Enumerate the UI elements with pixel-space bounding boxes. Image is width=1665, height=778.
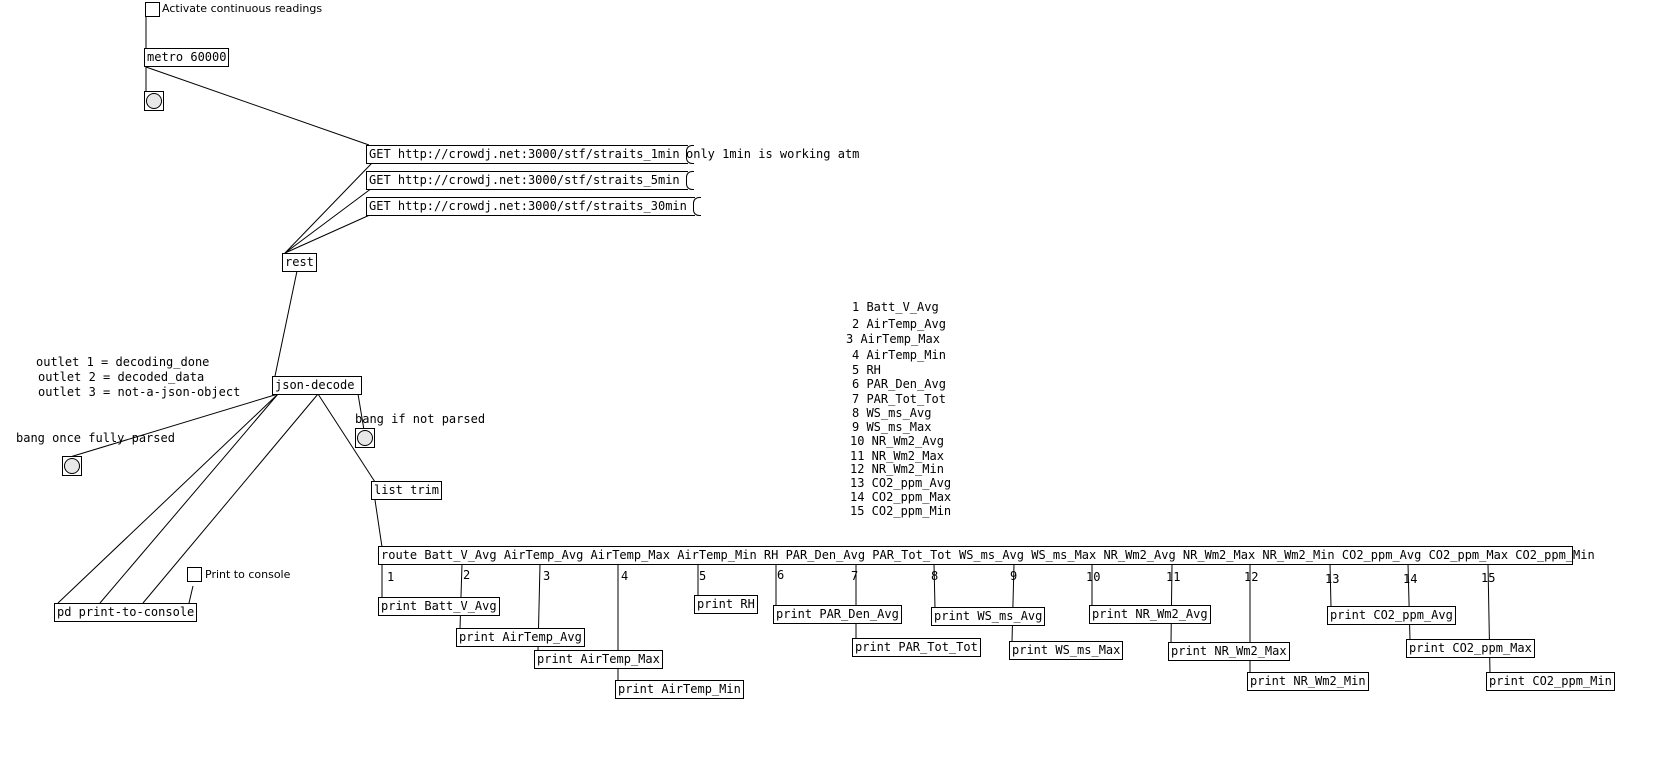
legend-item: 2 AirTemp_Avg — [852, 317, 946, 331]
outlet-number: 13 — [1325, 572, 1340, 586]
legend-item: 10 NR_Wm2_Avg — [850, 434, 944, 448]
legend-item: 7 PAR_Tot_Tot — [852, 392, 946, 406]
metro-bang[interactable] — [144, 91, 164, 111]
get-30min-message[interactable]: GET http://crowdj.net:3000/stf/straits_3… — [366, 197, 701, 216]
outlet-3-comment: outlet 3 = not-a-json-object — [38, 385, 241, 399]
outlet-number: 7 — [851, 569, 859, 583]
outlet-number: 2 — [463, 568, 471, 582]
print-object[interactable]: print CO2_ppm_Min — [1486, 672, 1615, 691]
legend-item: 6 PAR_Den_Avg — [852, 377, 946, 391]
rest-object[interactable]: rest — [282, 253, 317, 272]
not-parsed-bang[interactable] — [355, 428, 375, 448]
list-trim-object[interactable]: list trim — [371, 481, 443, 500]
bang-not-parsed-comment: bang if not parsed — [355, 412, 486, 426]
print-object[interactable]: print NR_Wm2_Max — [1168, 642, 1290, 661]
legend-item: 12 NR_Wm2_Min — [850, 462, 944, 476]
json-decode-object[interactable]: json-decode — [272, 376, 362, 395]
bang-once-comment: bang once fully parsed — [16, 431, 175, 445]
outlet-number: 14 — [1403, 572, 1418, 586]
outlet-number: 6 — [777, 568, 785, 582]
bang-circle-icon — [357, 430, 373, 446]
print-object[interactable]: print Batt_V_Avg — [378, 597, 500, 616]
outlet-1-comment: outlet 1 = decoding_done — [36, 355, 210, 369]
route-object[interactable]: route Batt_V_Avg AirTemp_Avg AirTemp_Max… — [378, 546, 1595, 565]
metro-object[interactable]: metro 60000 — [144, 48, 230, 67]
legend-item: 8 WS_ms_Avg — [852, 406, 932, 420]
legend-item: 1 Batt_V_Avg — [852, 300, 939, 314]
legend-item: 9 WS_ms_Max — [852, 420, 932, 434]
parsed-bang[interactable] — [62, 456, 82, 476]
outlet-number: 15 — [1481, 571, 1496, 585]
outlet-number: 5 — [699, 569, 707, 583]
get-5min-message[interactable]: GET http://crowdj.net:3000/stf/straits_5… — [366, 171, 694, 190]
outlet-number: 1 — [387, 570, 395, 584]
only-1min-comment: only 1min is working atm — [686, 147, 860, 161]
outlet-number: 4 — [621, 569, 629, 583]
outlet-number: 9 — [1010, 569, 1018, 583]
outlet-number: 10 — [1086, 570, 1101, 584]
bang-circle-icon — [64, 458, 80, 474]
print-object[interactable]: print NR_Wm2_Min — [1247, 672, 1369, 691]
activate-label: Activate continuous readings — [162, 2, 323, 15]
pd-print-to-console[interactable]: pd print-to-console — [54, 603, 198, 622]
outlet-number: 12 — [1244, 570, 1259, 584]
print-object[interactable]: print RH — [694, 595, 758, 614]
legend-item: 11 NR_Wm2_Max — [850, 449, 944, 463]
print-object[interactable]: print CO2_ppm_Max — [1406, 639, 1535, 658]
print-object[interactable]: print PAR_Tot_Tot — [852, 638, 981, 657]
legend-item: 3 AirTemp_Max — [846, 332, 940, 346]
outlet-number: 11 — [1166, 570, 1181, 584]
bang-circle-icon — [146, 93, 162, 109]
outlet-number: 8 — [931, 569, 939, 583]
print-object[interactable]: print WS_ms_Max — [1009, 641, 1124, 660]
legend-item: 15 CO2_ppm_Min — [850, 504, 952, 518]
activate-toggle[interactable] — [145, 2, 160, 17]
get-1min-message[interactable]: GET http://crowdj.net:3000/stf/straits_1… — [366, 145, 694, 164]
print-object[interactable]: print NR_Wm2_Avg — [1089, 605, 1211, 624]
outlet-number: 3 — [543, 569, 551, 583]
legend-item: 13 CO2_ppm_Avg — [850, 476, 952, 490]
print-object[interactable]: print CO2_ppm_Avg — [1327, 606, 1456, 625]
print-object[interactable]: print WS_ms_Avg — [931, 607, 1046, 626]
print-object[interactable]: print AirTemp_Avg — [456, 628, 585, 647]
print-object[interactable]: print AirTemp_Min — [615, 680, 744, 699]
legend-item: 4 AirTemp_Min — [852, 348, 946, 362]
legend-item: 14 CO2_ppm_Max — [850, 490, 952, 504]
print-toggle[interactable] — [187, 567, 202, 582]
print-object[interactable]: print AirTemp_Max — [534, 650, 663, 669]
print-toggle-label: Print to console — [205, 568, 291, 581]
outlet-2-comment: outlet 2 = decoded_data — [38, 370, 205, 384]
legend-item: 5 RH — [852, 363, 881, 377]
print-object[interactable]: print PAR_Den_Avg — [773, 605, 902, 624]
